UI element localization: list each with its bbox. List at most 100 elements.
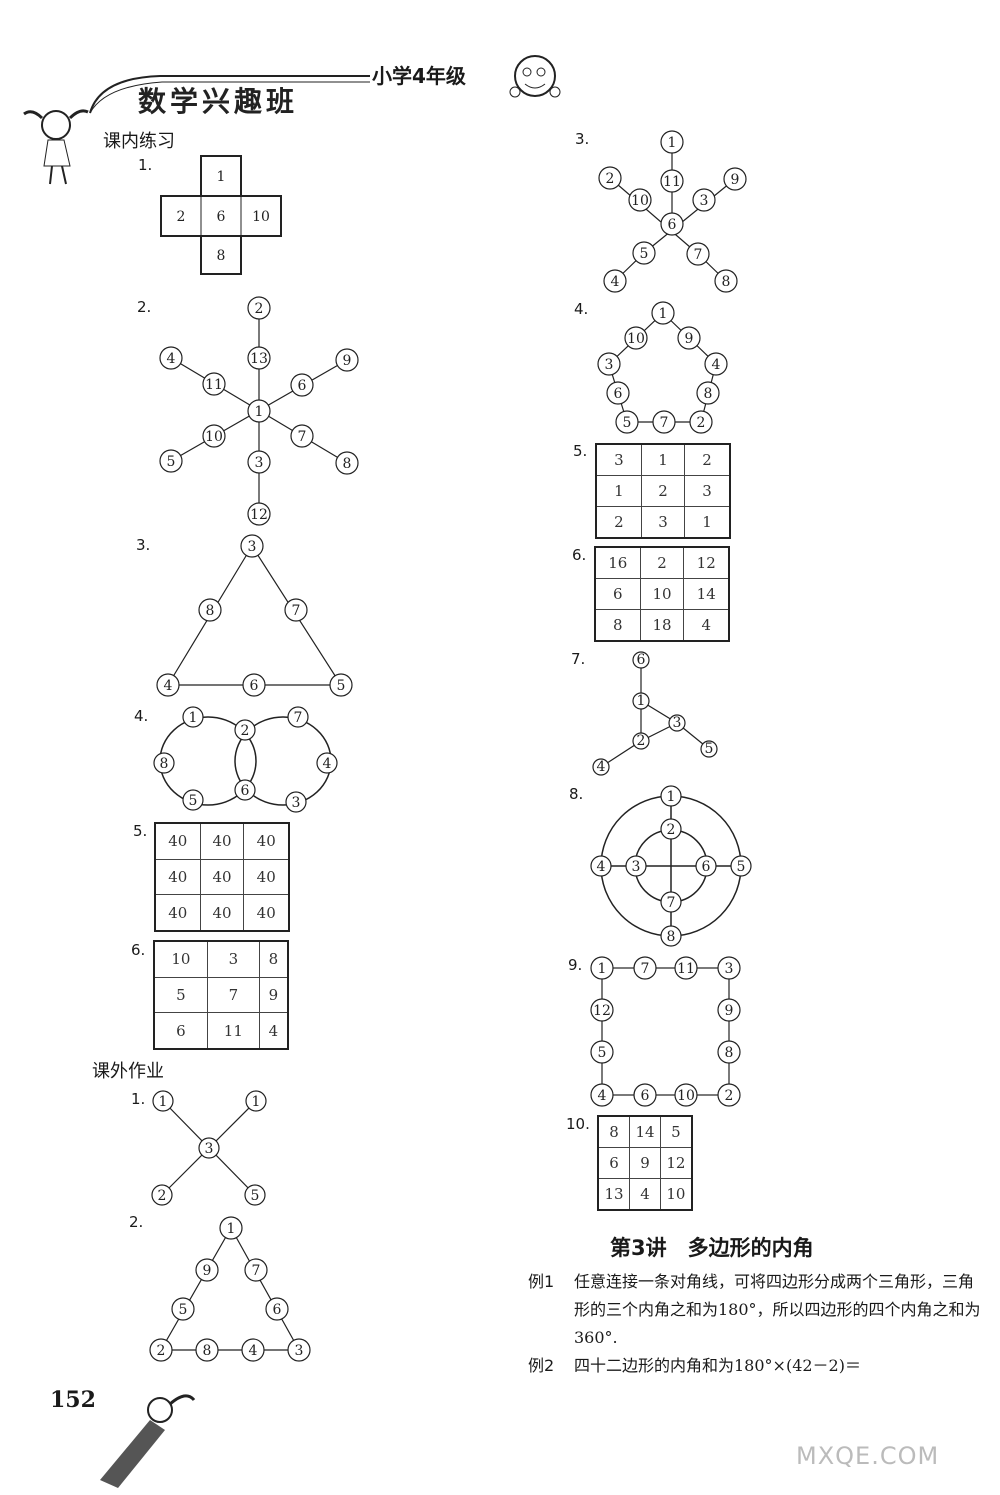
- node-number: 3: [205, 1141, 214, 1157]
- node-number: 2: [255, 301, 264, 317]
- node-number: 7: [641, 961, 650, 977]
- example-2: 例2 四十二边形的内角和为180°×(42－2)＝: [528, 1352, 988, 1382]
- grid-cell: 7: [206, 976, 260, 1014]
- grid-cell: 1: [684, 505, 731, 539]
- node-number: 9: [203, 1263, 212, 1279]
- node-number: 3: [605, 357, 614, 373]
- grid-cell: 4: [629, 1177, 661, 1211]
- node-number: 5: [623, 415, 632, 431]
- node-number: 7: [252, 1263, 261, 1279]
- problem-label: 2.: [137, 298, 152, 316]
- grid-cell: 2: [639, 546, 685, 580]
- problem-label: 5.: [133, 822, 148, 840]
- node-number: 1: [659, 306, 668, 322]
- example-1: 例1 任意连接一条对角线，可将四边形分成两个三角形，三角形的三个内角之和为180…: [528, 1268, 988, 1352]
- grid-cell: 14: [683, 578, 730, 610]
- problem-label: 1.: [138, 156, 153, 174]
- problem-label: 7.: [571, 650, 586, 668]
- grid-cell: 40: [199, 894, 245, 932]
- cartoon-bottle-icon: [100, 1394, 196, 1488]
- node-number: 1: [189, 710, 198, 726]
- node-number: 5: [179, 1302, 188, 1318]
- problem-label: 3.: [575, 130, 590, 148]
- node-number: 11: [663, 174, 681, 190]
- grid-cell: 9: [629, 1147, 661, 1179]
- node-number: 5: [737, 859, 746, 875]
- node-number: 1: [252, 1094, 261, 1110]
- problem-label: 5.: [573, 442, 588, 460]
- grid-cell: 40: [199, 858, 245, 896]
- node-number: 9: [731, 172, 740, 188]
- node-number: 9: [343, 353, 352, 369]
- grid-cell: 5: [153, 976, 208, 1014]
- grid-cell: 40: [199, 822, 245, 860]
- grid-cell: 8: [258, 940, 289, 978]
- grid-cell: 4: [683, 608, 730, 642]
- header-title: 数学兴趣班: [138, 85, 299, 118]
- node-number: 12: [593, 1003, 611, 1019]
- grid-cell: 40: [243, 894, 290, 932]
- node-number: 8: [704, 386, 713, 402]
- node-number: 3: [292, 795, 301, 811]
- node-number: 4: [597, 759, 606, 775]
- node-number: 10: [627, 331, 645, 347]
- page-number: 152: [50, 1387, 96, 1413]
- node-number: 8: [343, 456, 352, 472]
- node-number: 10: [631, 193, 649, 209]
- node-number: 8: [203, 1343, 212, 1359]
- node-number: 1: [637, 693, 646, 709]
- grid-cell: 11: [206, 1012, 260, 1050]
- node-number: 1: [255, 404, 264, 420]
- node-number: 5: [598, 1045, 607, 1061]
- node-number: 6: [641, 1088, 650, 1104]
- cartoon-girl-icon: [23, 109, 89, 185]
- grid-cell: 6: [594, 578, 641, 610]
- node-number: 13: [250, 351, 268, 367]
- grid-number: 1: [217, 169, 226, 185]
- grid-cell: 3: [684, 475, 731, 507]
- node-number: 2: [697, 415, 706, 431]
- grid-cell: 2: [595, 505, 642, 539]
- node-number: 6: [614, 386, 623, 402]
- node-number: 5: [167, 454, 176, 470]
- grid-cell: 18: [639, 608, 685, 642]
- problem-label: 4.: [134, 707, 149, 725]
- grid-cell: 3: [640, 505, 686, 539]
- node-number: 3: [255, 455, 264, 471]
- node-number: 1: [227, 1221, 236, 1237]
- node-number: 8: [160, 756, 169, 772]
- grid-cell: 4: [258, 1012, 289, 1050]
- smiley-icon: [509, 55, 561, 98]
- example-text: 任意连接一条对角线，可将四边形分成两个三角形，三角形的三个内角之和为180°，所…: [574, 1272, 981, 1347]
- grid-number: 2: [177, 209, 186, 225]
- node-number: 4: [249, 1343, 258, 1359]
- node-number: 4: [598, 1088, 607, 1104]
- node-number: 6: [702, 859, 711, 875]
- lecture-title: 第3讲 多边形的内角: [610, 1236, 814, 1260]
- node-number: 9: [725, 1003, 734, 1019]
- node-number: 7: [660, 415, 669, 431]
- grid-cell: 9: [258, 976, 289, 1014]
- cross-grid-figure: 1 2 6 10 8: [160, 155, 282, 275]
- grid-cell: 8: [594, 608, 641, 642]
- node-number: 5: [337, 678, 346, 694]
- grid-cell: 40: [154, 894, 201, 932]
- node-number: 6: [273, 1302, 282, 1318]
- node-number: 8: [206, 603, 215, 619]
- node-number: 5: [251, 1188, 260, 1204]
- node-number: 7: [292, 603, 301, 619]
- grid-cell: 16: [594, 546, 641, 580]
- grid-number: 6: [217, 209, 226, 225]
- node-number: 6: [250, 678, 259, 694]
- node-number: 2: [637, 733, 646, 749]
- grid-cell: 40: [243, 858, 290, 896]
- node-number: 3: [295, 1343, 304, 1359]
- node-number: 7: [667, 895, 676, 911]
- node-number: 4: [712, 357, 721, 373]
- node-number: 2: [157, 1343, 166, 1359]
- node-number: 8: [667, 929, 676, 945]
- node-number: 1: [668, 135, 677, 151]
- node-number: 11: [677, 961, 695, 977]
- node-number: 1: [667, 789, 676, 805]
